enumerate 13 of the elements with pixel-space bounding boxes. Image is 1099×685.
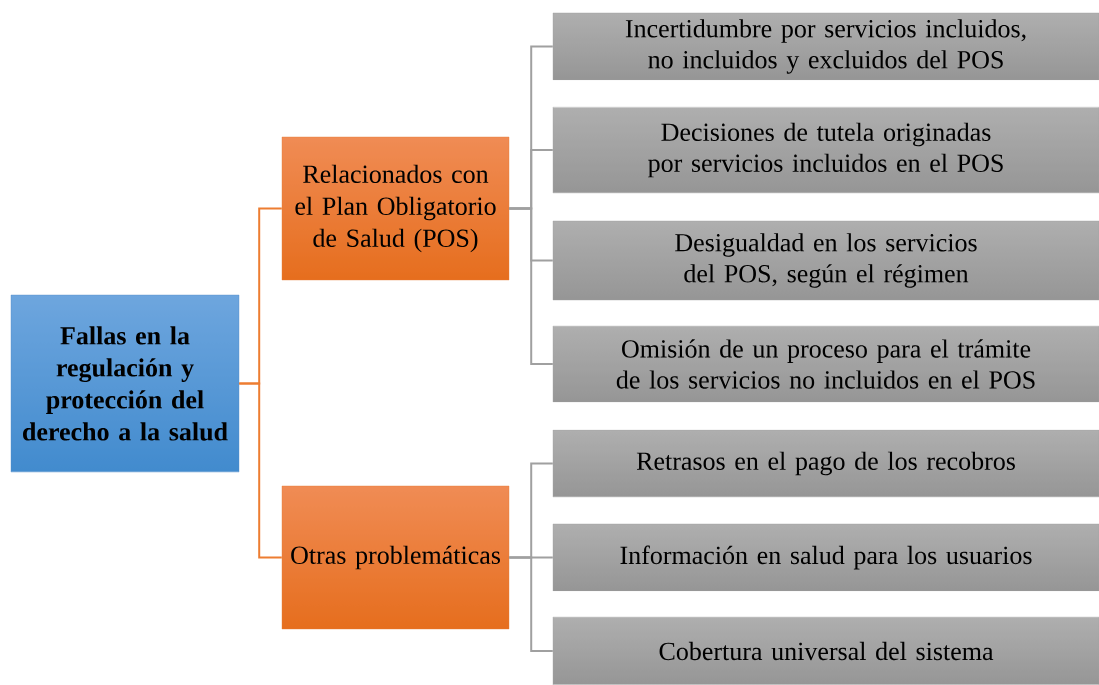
item-box: Información en salud para los usuarios: [552, 523, 1099, 592]
category-box: Relacionados con el Plan Obligatorio de Salud (POS): [281, 136, 510, 281]
item-box: Omisión de un proceso para el trámite de los servicios no incluidos en el POS: [552, 325, 1099, 403]
connector-line: [508, 556, 554, 652]
item-box: Incertidumbre por servicios incluidos, no incluidos y excluidos del POS: [552, 12, 1099, 81]
connector-line: [508, 207, 554, 365]
connector-line: [238, 382, 283, 559]
item-box: Desigualdad en los servicios del POS, según el régimen: [552, 220, 1099, 301]
topic-box: Fallas en la regulación y protección del derecho a la salud: [10, 294, 240, 473]
item-box: Cobertura universal del sistema: [552, 616, 1099, 685]
item-box: Retrasos en el pago de los recobros: [552, 429, 1099, 498]
item-box: Decisiones de tutela originadas por servicios incluidos en el POS: [552, 106, 1099, 194]
category-box: Otras problemáticas: [281, 485, 510, 630]
